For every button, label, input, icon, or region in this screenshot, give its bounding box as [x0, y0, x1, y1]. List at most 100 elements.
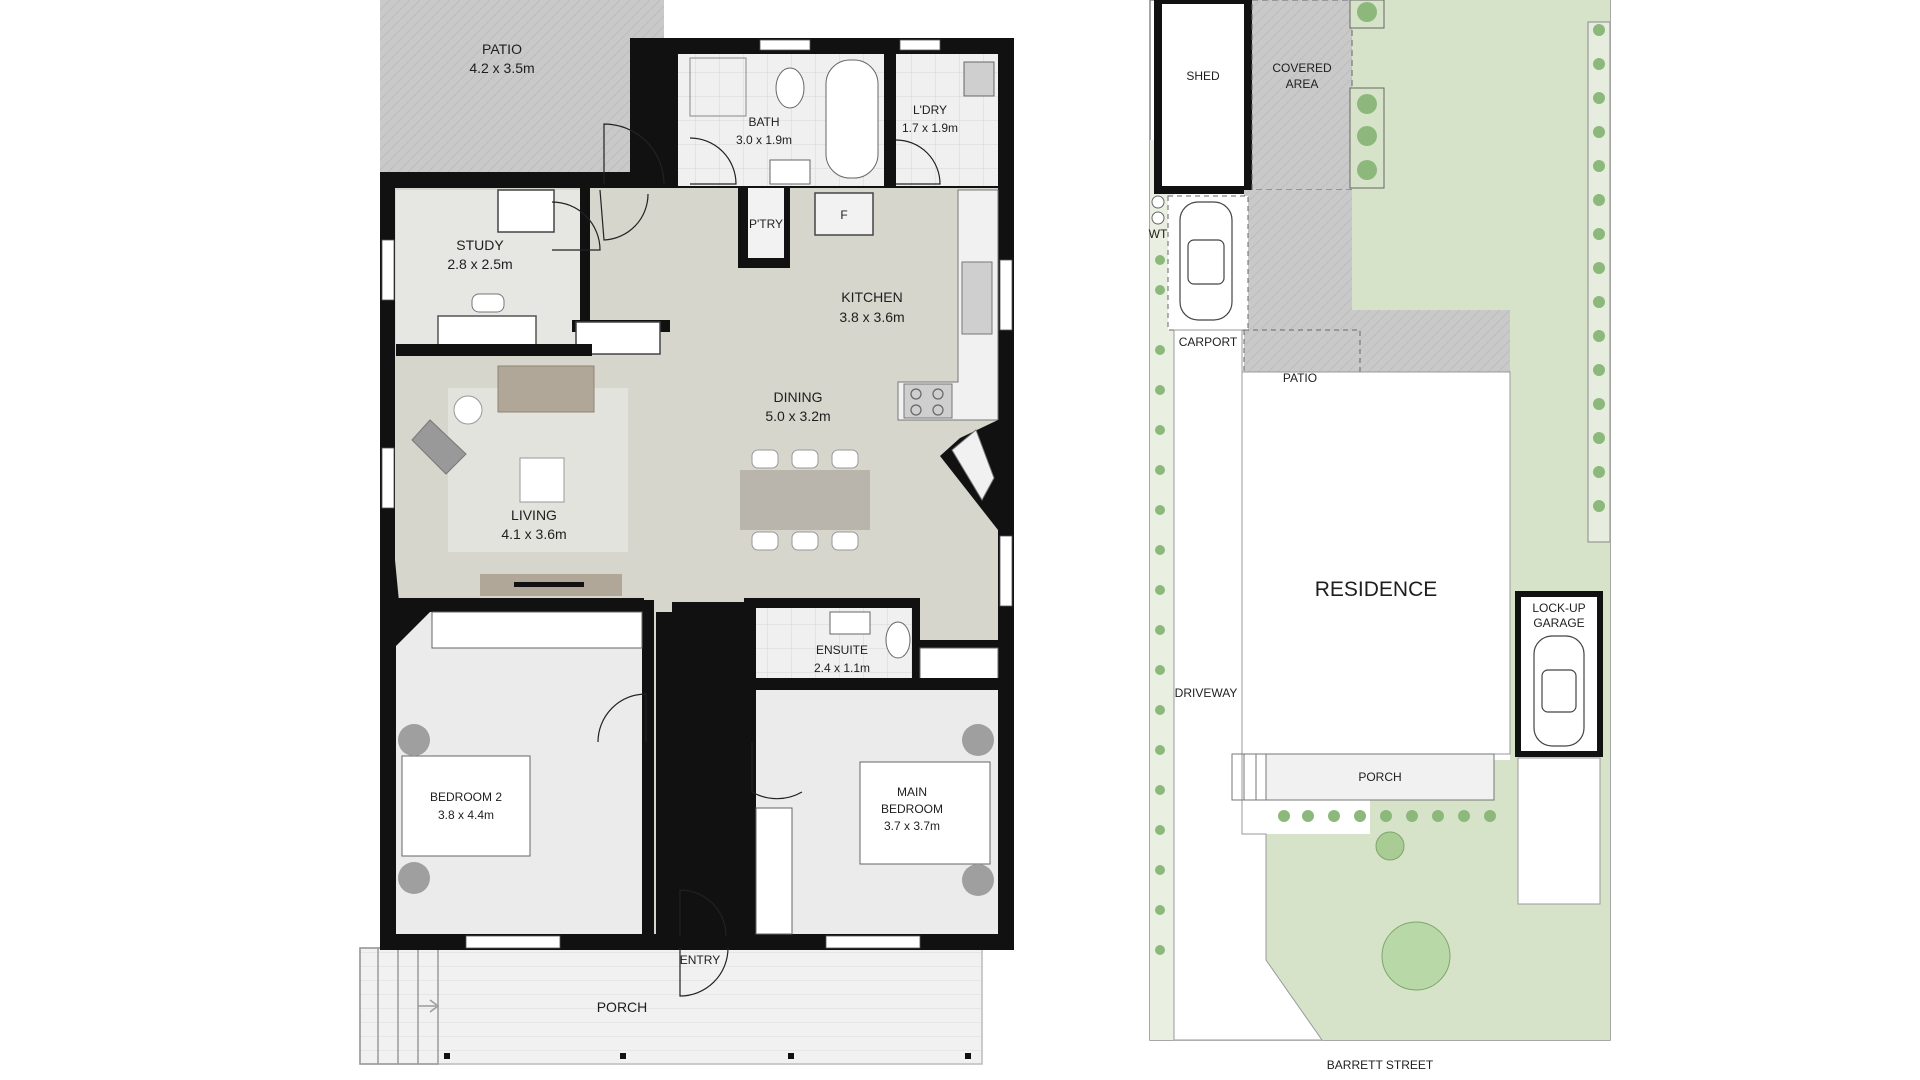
svg-text:LIVING: LIVING — [511, 507, 557, 523]
svg-text:KITCHEN: KITCHEN — [841, 289, 902, 305]
room-size-patio: 4.2 x 3.5m — [469, 60, 534, 76]
room-size-laundry: 1.7 x 1.9m — [902, 121, 958, 135]
toilet-ensuite — [885, 621, 911, 659]
svg-text:4.1 x 3.6m: 4.1 x 3.6m — [501, 526, 566, 542]
covered-label-2: AREA — [1286, 77, 1319, 91]
svg-text:L'DRY: L'DRY — [913, 103, 947, 117]
room-name-laundry: L'DRY — [913, 103, 947, 117]
svg-text:BARRETT STREET: BARRETT STREET — [1327, 1058, 1434, 1072]
svg-text:WT: WT — [1149, 227, 1168, 241]
robe-main — [755, 807, 793, 935]
svg-text:LOCK-UP: LOCK-UP — [1532, 601, 1585, 615]
room-size-main: 3.7 x 3.7m — [884, 819, 940, 833]
site-porch — [1265, 753, 1495, 801]
covered-area — [1251, 0, 1353, 191]
wardrobe-b2 — [431, 611, 643, 649]
svg-text:AREA: AREA — [1286, 77, 1319, 91]
covered-area-shrubs — [1349, 0, 1385, 189]
room-size-kitchen: 3.8 x 3.6m — [839, 309, 904, 325]
bed-main — [859, 761, 991, 865]
svg-text:1.7 x 1.9m: 1.7 x 1.9m — [902, 121, 958, 135]
laundry-tub — [963, 61, 995, 97]
right-hedge — [1587, 21, 1611, 543]
svg-text:3.7 x 3.7m: 3.7 x 3.7m — [884, 819, 940, 833]
room-name-kitchen: KITCHEN — [841, 289, 902, 305]
room-size-bath: 3.0 x 1.9m — [736, 133, 792, 147]
room-name-porch: PORCH — [597, 999, 648, 1015]
sofa — [497, 365, 595, 413]
room-size-ensuite: 2.4 x 1.1m — [814, 661, 870, 675]
carport-label: CARPORT — [1179, 335, 1238, 349]
pantry-floor — [748, 188, 784, 258]
fridge — [814, 192, 874, 236]
residence — [1241, 371, 1511, 755]
porch-hedge — [1278, 810, 1496, 822]
wt-label: WT — [1149, 227, 1168, 241]
kitchen-bench — [897, 189, 999, 421]
doors — [551, 123, 941, 997]
patio-area — [380, 0, 664, 172]
sink — [961, 261, 993, 335]
svg-text:COVERED: COVERED — [1272, 61, 1332, 75]
patio-label: PATIO — [1283, 371, 1317, 385]
svg-text:BATH: BATH — [748, 115, 779, 129]
study-desk — [437, 315, 537, 349]
room-name-main-1: MAIN — [897, 785, 927, 799]
room-name-patio: PATIO — [482, 41, 522, 57]
coffee-table — [519, 457, 565, 503]
dining-chairs — [751, 449, 859, 551]
bedside-main-top — [962, 724, 994, 756]
svg-text:PATIO: PATIO — [482, 41, 522, 57]
svg-text:RESIDENCE: RESIDENCE — [1315, 578, 1438, 601]
room-name-bedroom-2: BEDROOM 2 — [430, 790, 502, 804]
garage-label-1: LOCK-UP — [1532, 601, 1585, 615]
porch-posts — [444, 1053, 971, 1059]
large-tree — [1381, 921, 1451, 991]
paving-path — [1244, 190, 1510, 372]
study-chair — [471, 293, 505, 313]
bathtub — [825, 59, 879, 179]
basin-bath — [769, 159, 811, 185]
svg-text:DRIVEWAY: DRIVEWAY — [1175, 686, 1238, 700]
water-tank-1 — [1151, 195, 1165, 209]
garage-label-2: GARAGE — [1533, 616, 1584, 630]
room-name-dining: DINING — [774, 389, 823, 405]
svg-text:PORCH: PORCH — [597, 999, 648, 1015]
carport-car — [1179, 201, 1233, 321]
room-name-entry: ENTRY — [680, 953, 720, 967]
shower — [689, 57, 747, 117]
bedside-b2-top — [398, 724, 430, 756]
room-name-ensuite: ENSUITE — [816, 643, 868, 657]
bedside-b2-bottom — [398, 862, 430, 894]
room-name-study: STUDY — [456, 237, 504, 253]
floor-plan — [359, 0, 1014, 1065]
svg-text:5.0 x 3.2m: 5.0 x 3.2m — [765, 408, 830, 424]
garage-car — [1533, 635, 1585, 747]
residence-label: RESIDENCE — [1315, 578, 1438, 601]
left-shrubs — [1155, 255, 1165, 955]
room-name-living: LIVING — [511, 507, 557, 523]
right-hedge-shrubs — [1593, 24, 1605, 512]
room-size-study: 2.8 x 2.5m — [447, 256, 512, 272]
svg-text:DINING: DINING — [774, 389, 823, 405]
svg-text:F: F — [840, 208, 847, 222]
porch-area — [359, 947, 983, 1065]
armchair — [411, 419, 467, 475]
svg-text:2.4 x 1.1m: 2.4 x 1.1m — [814, 661, 870, 675]
dining-table — [740, 470, 870, 530]
toilet-bath — [775, 67, 805, 109]
cooktop — [903, 383, 953, 419]
driveway — [1173, 329, 1323, 1041]
svg-text:PORCH: PORCH — [1358, 770, 1401, 784]
site-plan — [1149, 0, 1611, 1041]
basin-ensuite — [829, 611, 871, 635]
windows — [381, 39, 1013, 949]
fridge-label: F — [840, 208, 847, 222]
street-label: BARRETT STREET — [1327, 1058, 1434, 1072]
svg-text:ENSUITE: ENSUITE — [816, 643, 868, 657]
svg-text:SHED: SHED — [1186, 69, 1220, 83]
svg-text:CARPORT: CARPORT — [1179, 335, 1238, 349]
garage-apron — [1517, 757, 1601, 905]
room-name-bath: BATH — [748, 115, 779, 129]
